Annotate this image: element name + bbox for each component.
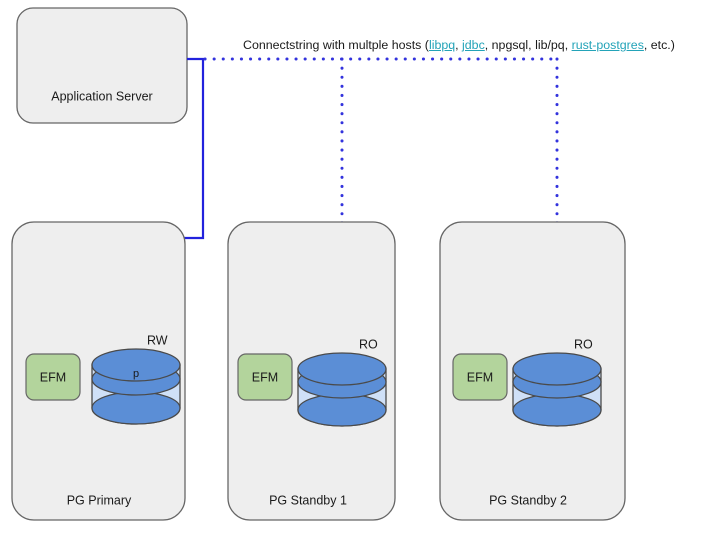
- cylinder-primary-label: p: [133, 368, 139, 380]
- pg-primary-label: PG Primary: [67, 493, 132, 507]
- pg-standby-1-node[interactable]: EFM RO PG Standby 1: [227, 221, 396, 521]
- efm-primary-label: EFM: [40, 370, 66, 384]
- efm-standby-2-label: EFM: [467, 370, 493, 384]
- caption-prefix: Connectstring with multple hosts (: [243, 38, 429, 52]
- pg-primary-node[interactable]: EFM p RW PG Primary: [11, 221, 186, 521]
- cylinder-standby-1-bottom-ellipse: [297, 393, 387, 427]
- pg-primary-mode-label: RW: [147, 333, 168, 347]
- efm-standby-1-box[interactable]: [237, 353, 293, 401]
- caption-sep-2: ,: [484, 38, 492, 52]
- database-cylinder-standby-1[interactable]: [297, 352, 387, 427]
- pg-standby-2-label: PG Standby 2: [489, 493, 567, 507]
- efm-standby-1[interactable]: EFM: [237, 353, 293, 401]
- cylinder-standby-2-bottom-ellipse: [512, 393, 602, 427]
- npgsql-text: npgsql: [491, 38, 529, 52]
- caption-sep-3: ,: [528, 38, 536, 52]
- application-server-box[interactable]: [16, 7, 188, 124]
- caption-suffix: , etc.): [643, 38, 675, 52]
- caption-sep-1: ,: [455, 38, 463, 52]
- application-server-label: Application Server: [51, 89, 152, 103]
- efm-primary[interactable]: EFM: [25, 353, 81, 401]
- connection-string-caption: Connectstring with multple hosts (libpq,…: [243, 38, 675, 52]
- efm-primary-box[interactable]: [25, 353, 81, 401]
- pg-standby-2-mode-label: RO: [574, 337, 593, 351]
- pg-standby-2-node[interactable]: EFM RO PG Standby 2: [439, 221, 626, 521]
- cylinder-primary-cap-ellipse: [91, 348, 181, 382]
- cylinder-primary-bottom-ellipse: [91, 391, 181, 425]
- cylinder-standby-1-cap-ellipse: [297, 352, 387, 386]
- database-cylinder-primary[interactable]: p: [91, 348, 181, 425]
- rust-postgres-link[interactable]: rust-postgres: [571, 38, 644, 52]
- efm-standby-2[interactable]: EFM: [452, 353, 508, 401]
- jdbc-link[interactable]: jdbc: [462, 38, 485, 52]
- libpq-link[interactable]: libpq: [428, 38, 456, 52]
- pg-standby-1-label: PG Standby 1: [269, 493, 347, 507]
- efm-standby-2-box[interactable]: [452, 353, 508, 401]
- pg-standby-1-mode-label: RO: [359, 337, 378, 351]
- cylinder-standby-2-cap-ellipse: [512, 352, 602, 386]
- database-cylinder-standby-2[interactable]: [512, 352, 602, 427]
- application-server-node[interactable]: Application Server: [16, 7, 188, 124]
- caption-sep-4: ,: [564, 38, 572, 52]
- efm-standby-1-label: EFM: [252, 370, 278, 384]
- libpq-go-text: lib/pq: [535, 38, 565, 52]
